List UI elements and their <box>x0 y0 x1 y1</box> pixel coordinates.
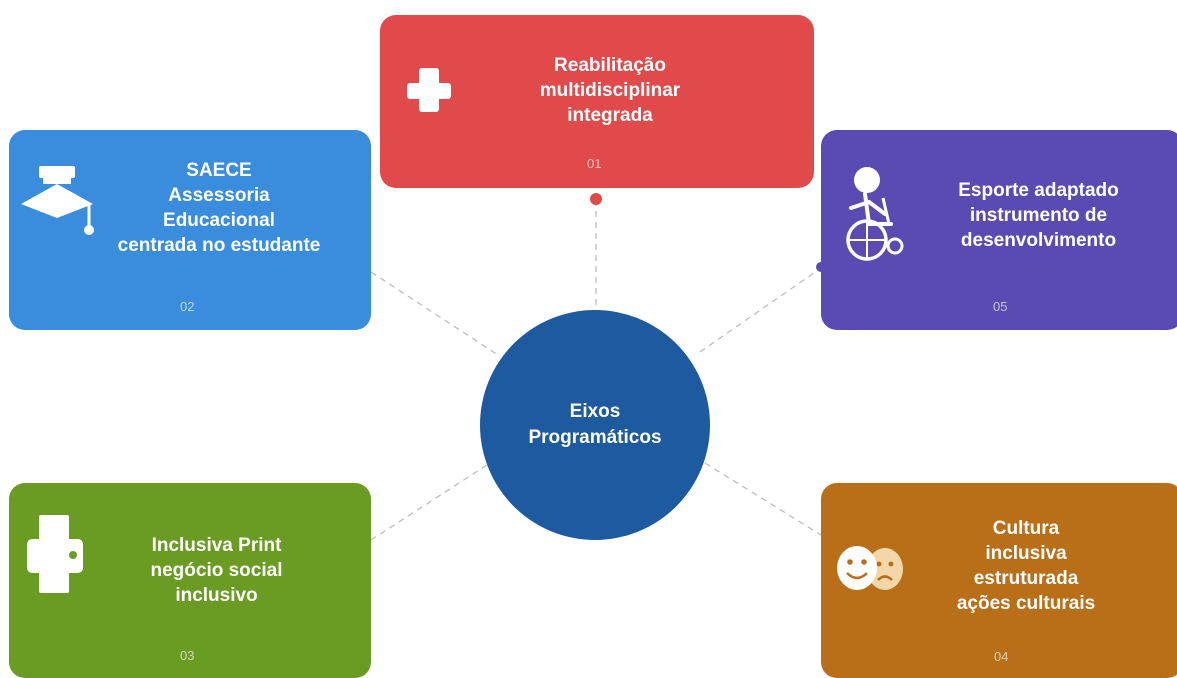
wheelchair-athlete-icon <box>846 167 904 261</box>
connector-05 <box>699 267 822 353</box>
graduation-cap-icon <box>21 166 94 235</box>
card-04[interactable]: Cultura inclusiva estruturada ações cult… <box>821 483 1177 678</box>
connector-dot-01 <box>590 193 602 205</box>
card-title: Esporte adaptado instrumento de desenvol… <box>958 180 1119 251</box>
card-number: 05 <box>993 299 1008 314</box>
card-title: Reabilitação multidisciplinar integrada <box>539 55 681 126</box>
card-03[interactable]: Inclusiva Print negócio social inclusivo… <box>9 483 371 678</box>
hub-circle: Eixos Programáticos <box>480 310 710 540</box>
card-number: 03 <box>180 648 195 663</box>
card-title: Inclusiva Print negócio social inclusivo <box>150 535 283 606</box>
connector-04 <box>704 462 822 536</box>
card-number: 01 <box>587 156 602 171</box>
connector-02 <box>370 271 499 356</box>
card-number: 04 <box>994 649 1009 664</box>
card-number: 02 <box>180 299 195 314</box>
card-title: Cultura inclusiva estruturada ações cult… <box>956 518 1096 614</box>
medical-cross-icon <box>407 68 451 112</box>
hub-label: Eixos Programáticos <box>528 401 662 448</box>
card-title: SAECE Assessoria Educacional centrada no… <box>117 160 321 256</box>
card-02[interactable]: SAECE Assessoria Educacional centrada no… <box>9 130 371 330</box>
theater-masks-icon <box>837 546 903 590</box>
card-01[interactable]: Reabilitação multidisciplinar integrada … <box>380 15 814 188</box>
printer-icon <box>27 515 83 593</box>
connector-03 <box>370 462 491 541</box>
card-05[interactable]: Esporte adaptado instrumento de desenvol… <box>821 130 1177 330</box>
connector-dot-05 <box>816 262 826 272</box>
